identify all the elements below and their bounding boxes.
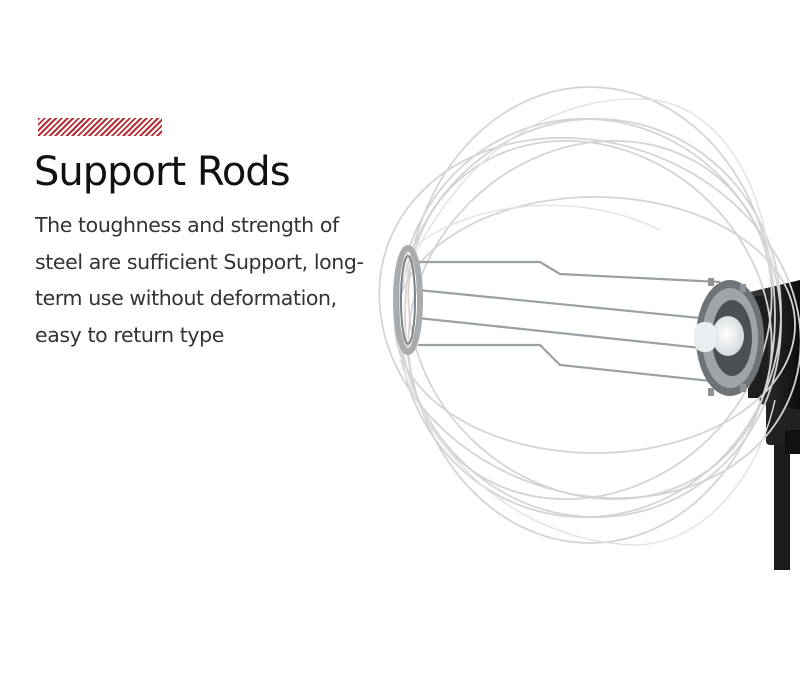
page-title: Support Rods — [34, 149, 291, 195]
description-line: The toughness and strength of — [35, 213, 339, 237]
description-line: easy to return type — [35, 322, 224, 347]
lantern-frame-icon — [378, 86, 800, 570]
description-line: steel are sufficient Support, long- — [35, 249, 364, 274]
accent-stripe — [38, 118, 162, 136]
description-line: term use without deformation, — [35, 286, 337, 310]
description-text: The toughness and strength of steel are … — [35, 207, 395, 353]
